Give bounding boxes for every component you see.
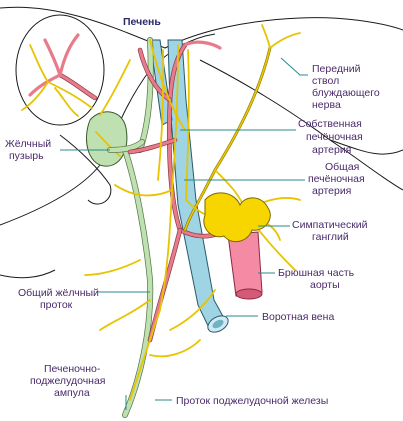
labels: Печень Передний ствол блуждающего нерва … [5,16,380,407]
label-pancreatic-duct: Проток поджелудочной железы [176,395,328,407]
label-ampulla-line-3: ампула [54,387,90,399]
label-common-artery-line-1: Общая [325,161,359,173]
label-ampulla-line-2: поджелудочная [30,375,106,387]
label-ganglion-line-1: Симпатический [292,219,368,231]
label-ampulla-line-1: Печеночно- [44,363,101,375]
label-common-bile-duct-line-2: проток [40,299,73,311]
label-liver: Печень [123,16,161,28]
label-aorta-line-2: аорты [310,279,340,291]
label-gallbladder-line-2: пузырь [9,150,44,162]
label-common-bile-duct-line-1: Общий жёлчный [18,287,99,299]
label-vagus-line-1: Передний [312,63,361,75]
liver-lobule-icon [15,14,105,126]
label-common-artery-line-3: артерия [312,185,351,197]
label-gallbladder-line-1: Жёлчный [5,138,51,150]
nerve-plexus [84,24,301,401]
leader-lines [60,57,308,410]
label-vagus-line-4: нерва [312,99,341,111]
label-proper-artery-line-1: Собственная [298,118,362,130]
label-proper-artery-line-3: артерия [312,144,351,156]
label-common-artery-line-2: печёночная [308,173,365,185]
label-proper-artery-line-2: печёночная [306,131,363,143]
label-aorta-line-1: Брюшная часть [278,267,355,279]
label-vagus-line-3: блуждающего [312,87,380,99]
abdominal-aorta [227,231,263,300]
label-portal-vein: Воротная вена [262,311,334,323]
label-ganglion-line-2: ганглий [312,231,349,243]
gallbladder-organ [86,111,128,167]
sympathetic-ganglion [203,192,271,243]
label-vagus-line-2: ствол [312,75,339,87]
